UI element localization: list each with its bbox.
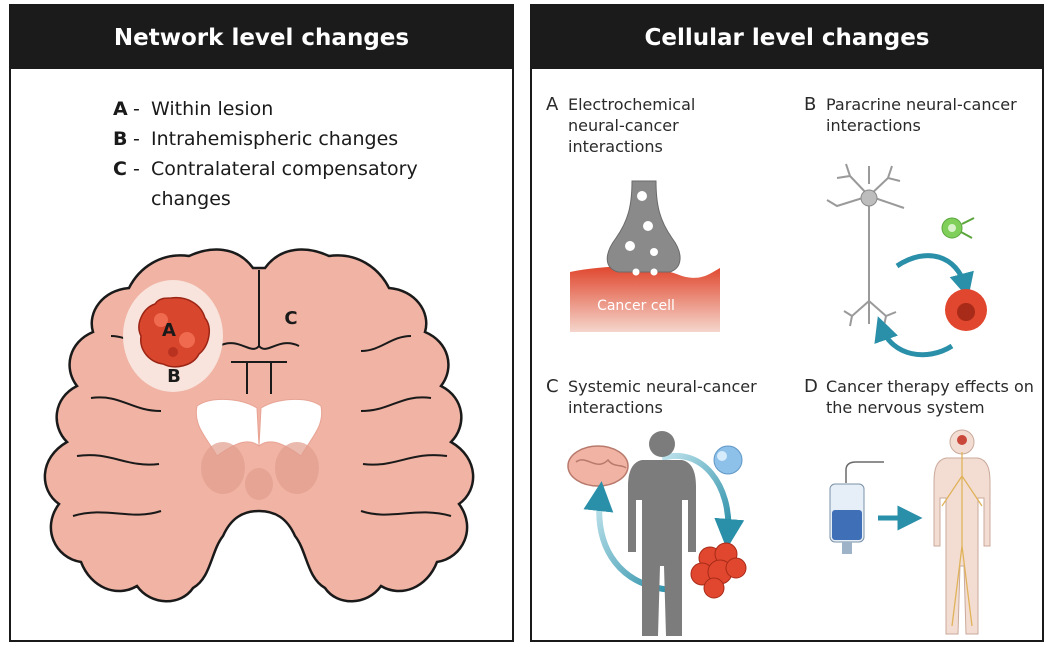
legend-text-a: Within lesion bbox=[151, 98, 274, 120]
systemic-illustration bbox=[567, 431, 747, 636]
basal-ganglia bbox=[201, 442, 319, 500]
caption-text-d: Cancer therapy effects on the nervous sy… bbox=[826, 377, 1034, 417]
lateral-ventricles bbox=[195, 398, 323, 457]
network-legend: A - Within lesion B - Intrahemispheric c… bbox=[113, 94, 451, 214]
iv-tube bbox=[845, 461, 884, 483]
brain-coronal-section-illustration: A B C bbox=[43, 248, 475, 603]
paracrine-arrow-top bbox=[895, 253, 974, 299]
cellular-panel-header: Cellular level changes bbox=[532, 6, 1042, 69]
neuron-icon bbox=[826, 163, 905, 327]
caption-electrochemical: A Electrochemical neural-cancer interacti… bbox=[546, 94, 776, 157]
brain-icon bbox=[567, 445, 629, 487]
caption-text-c: Systemic neural-cancer interactions bbox=[568, 377, 757, 417]
legend-item-c: C - Contralateral compensatory changes bbox=[113, 154, 451, 214]
neuron-soma bbox=[860, 189, 878, 207]
legend-dash: - bbox=[133, 158, 140, 180]
legend-item-b: B - Intrahemispheric changes bbox=[113, 124, 451, 154]
therapy-illustration bbox=[829, 429, 991, 635]
human-nervous-system bbox=[933, 429, 991, 635]
caption-systemic: C Systemic neural-cancer interactions bbox=[546, 376, 791, 418]
legend-dash: - bbox=[133, 128, 140, 150]
network-panel-header: Network level changes bbox=[11, 6, 512, 69]
caption-text-b: Paracrine neural-cancer interactions bbox=[826, 95, 1017, 135]
cellular-level-panel: Cellular level changes A Electrochemical … bbox=[530, 4, 1044, 642]
synapse-illustration: Cancer cell bbox=[570, 180, 720, 332]
paracrine-illustration bbox=[826, 163, 987, 358]
immune-cell-icon bbox=[713, 445, 743, 475]
legend-key-a: A bbox=[113, 98, 128, 120]
cancer-cluster-icon bbox=[690, 542, 747, 599]
caption-paracrine: B Paracrine neural-cancer interactions bbox=[804, 94, 1039, 136]
legend-key-c: C bbox=[113, 158, 127, 180]
caption-key-b: B bbox=[804, 94, 817, 115]
legend-text-b: Intrahemispheric changes bbox=[151, 128, 399, 150]
caption-text-a: Electrochemical neural-cancer interactio… bbox=[568, 95, 696, 156]
cellular-illustrations: Cancer cell bbox=[567, 163, 991, 636]
legend-key-b: B bbox=[113, 128, 128, 150]
legend-dash: - bbox=[133, 98, 140, 120]
brain-label-c: C bbox=[284, 308, 297, 329]
caption-key-a: A bbox=[546, 94, 559, 115]
legend-item-a: A - Within lesion bbox=[113, 94, 451, 124]
caption-key-d: D bbox=[804, 376, 818, 397]
legend-text-c: Contralateral compensatory changes bbox=[151, 158, 418, 210]
cancer-cell-icon-b bbox=[945, 289, 987, 331]
systemic-arrow-right bbox=[661, 453, 745, 549]
network-level-panel: Network level changes A - Within lesion … bbox=[9, 4, 514, 642]
paracrine-arrow-bottom bbox=[874, 316, 954, 358]
iv-bag-icon bbox=[829, 483, 865, 554]
cancer-cell-label: Cancer cell bbox=[597, 298, 675, 314]
tumor-lesion bbox=[138, 296, 211, 368]
brain-label-b: B bbox=[167, 366, 181, 387]
brain-label-a: A bbox=[162, 320, 176, 341]
caption-key-c: C bbox=[546, 376, 559, 397]
caption-therapy: D Cancer therapy effects on the nervous s… bbox=[804, 376, 1042, 418]
cancer-cell-membrane bbox=[570, 266, 720, 332]
microglia-icon bbox=[941, 217, 975, 239]
human-silhouette bbox=[628, 431, 696, 636]
